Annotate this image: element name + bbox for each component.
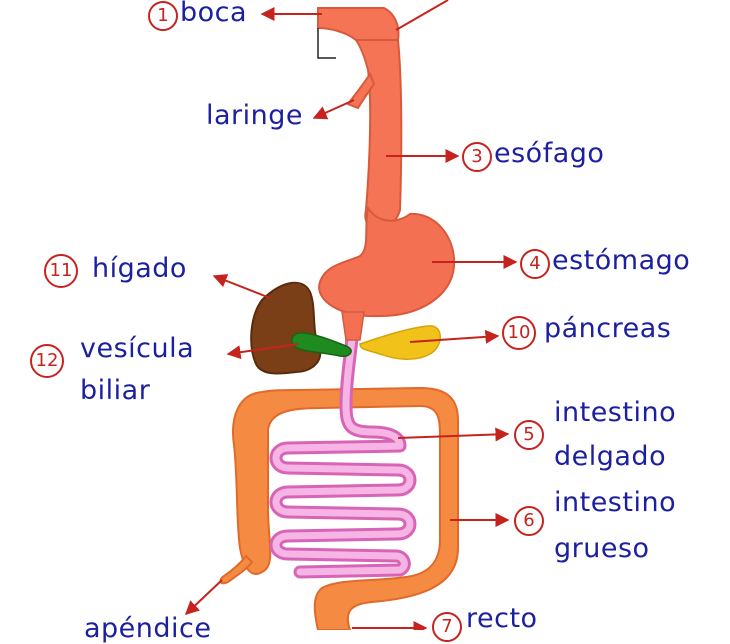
number-badge-vesicula: 12 — [30, 344, 64, 378]
arrow-intestino-delgado — [397, 427, 510, 442]
mouth-outline — [317, 28, 336, 59]
label-estomago: estómago — [552, 245, 691, 276]
arrow-vesicula — [226, 343, 299, 360]
mouth — [317, 7, 400, 41]
number-badge-boca: 1 — [148, 1, 178, 31]
label-recto: recto — [466, 603, 538, 634]
number-badge-recto: 7 — [432, 612, 462, 642]
label-laringe: laringe — [206, 100, 304, 131]
label-esofago: esófago — [494, 138, 605, 169]
number-badge-estomago: 4 — [520, 249, 550, 279]
label-boca: boca — [180, 0, 248, 28]
label-vesicula-line2: biliar — [80, 375, 151, 406]
esophagus — [354, 39, 403, 232]
number-badge-pancreas: 10 — [502, 316, 536, 350]
label-pancreas: páncreas — [544, 313, 672, 344]
large-intestine — [232, 386, 459, 630]
number-badge-esofago: 3 — [462, 142, 492, 172]
label-intestino-grueso-line2: grueso — [554, 533, 650, 564]
digestive-system-diagram — [184, 0, 518, 630]
label-apendice: apéndice — [84, 613, 212, 644]
label-higado: hígado — [92, 253, 187, 284]
appendix — [219, 554, 254, 585]
gallbladder — [291, 332, 352, 358]
stomach — [318, 205, 456, 318]
label-vesicula-line1: vesícula — [80, 333, 195, 364]
arrow-higado — [212, 274, 271, 299]
arrow-faringe — [395, 0, 449, 31]
number-badge-intestino-delgado: 5 — [514, 420, 544, 450]
label-intestino-delgado-line2: delgado — [554, 441, 667, 472]
arrow-laringe — [312, 99, 355, 120]
label-intestino-grueso-line1: intestino — [554, 487, 677, 518]
liver — [250, 281, 322, 375]
number-badge-higado: 11 — [44, 254, 78, 288]
arrow-pancreas — [409, 329, 500, 344]
label-intestino-delgado-line1: intestino — [554, 397, 677, 428]
number-badge-intestino-grueso: 6 — [514, 506, 544, 536]
pancreas — [359, 325, 441, 360]
small-intestine-inner — [272, 334, 414, 576]
duodenum — [341, 311, 365, 341]
arrow-apendice — [184, 579, 223, 615]
larynx — [346, 71, 376, 110]
